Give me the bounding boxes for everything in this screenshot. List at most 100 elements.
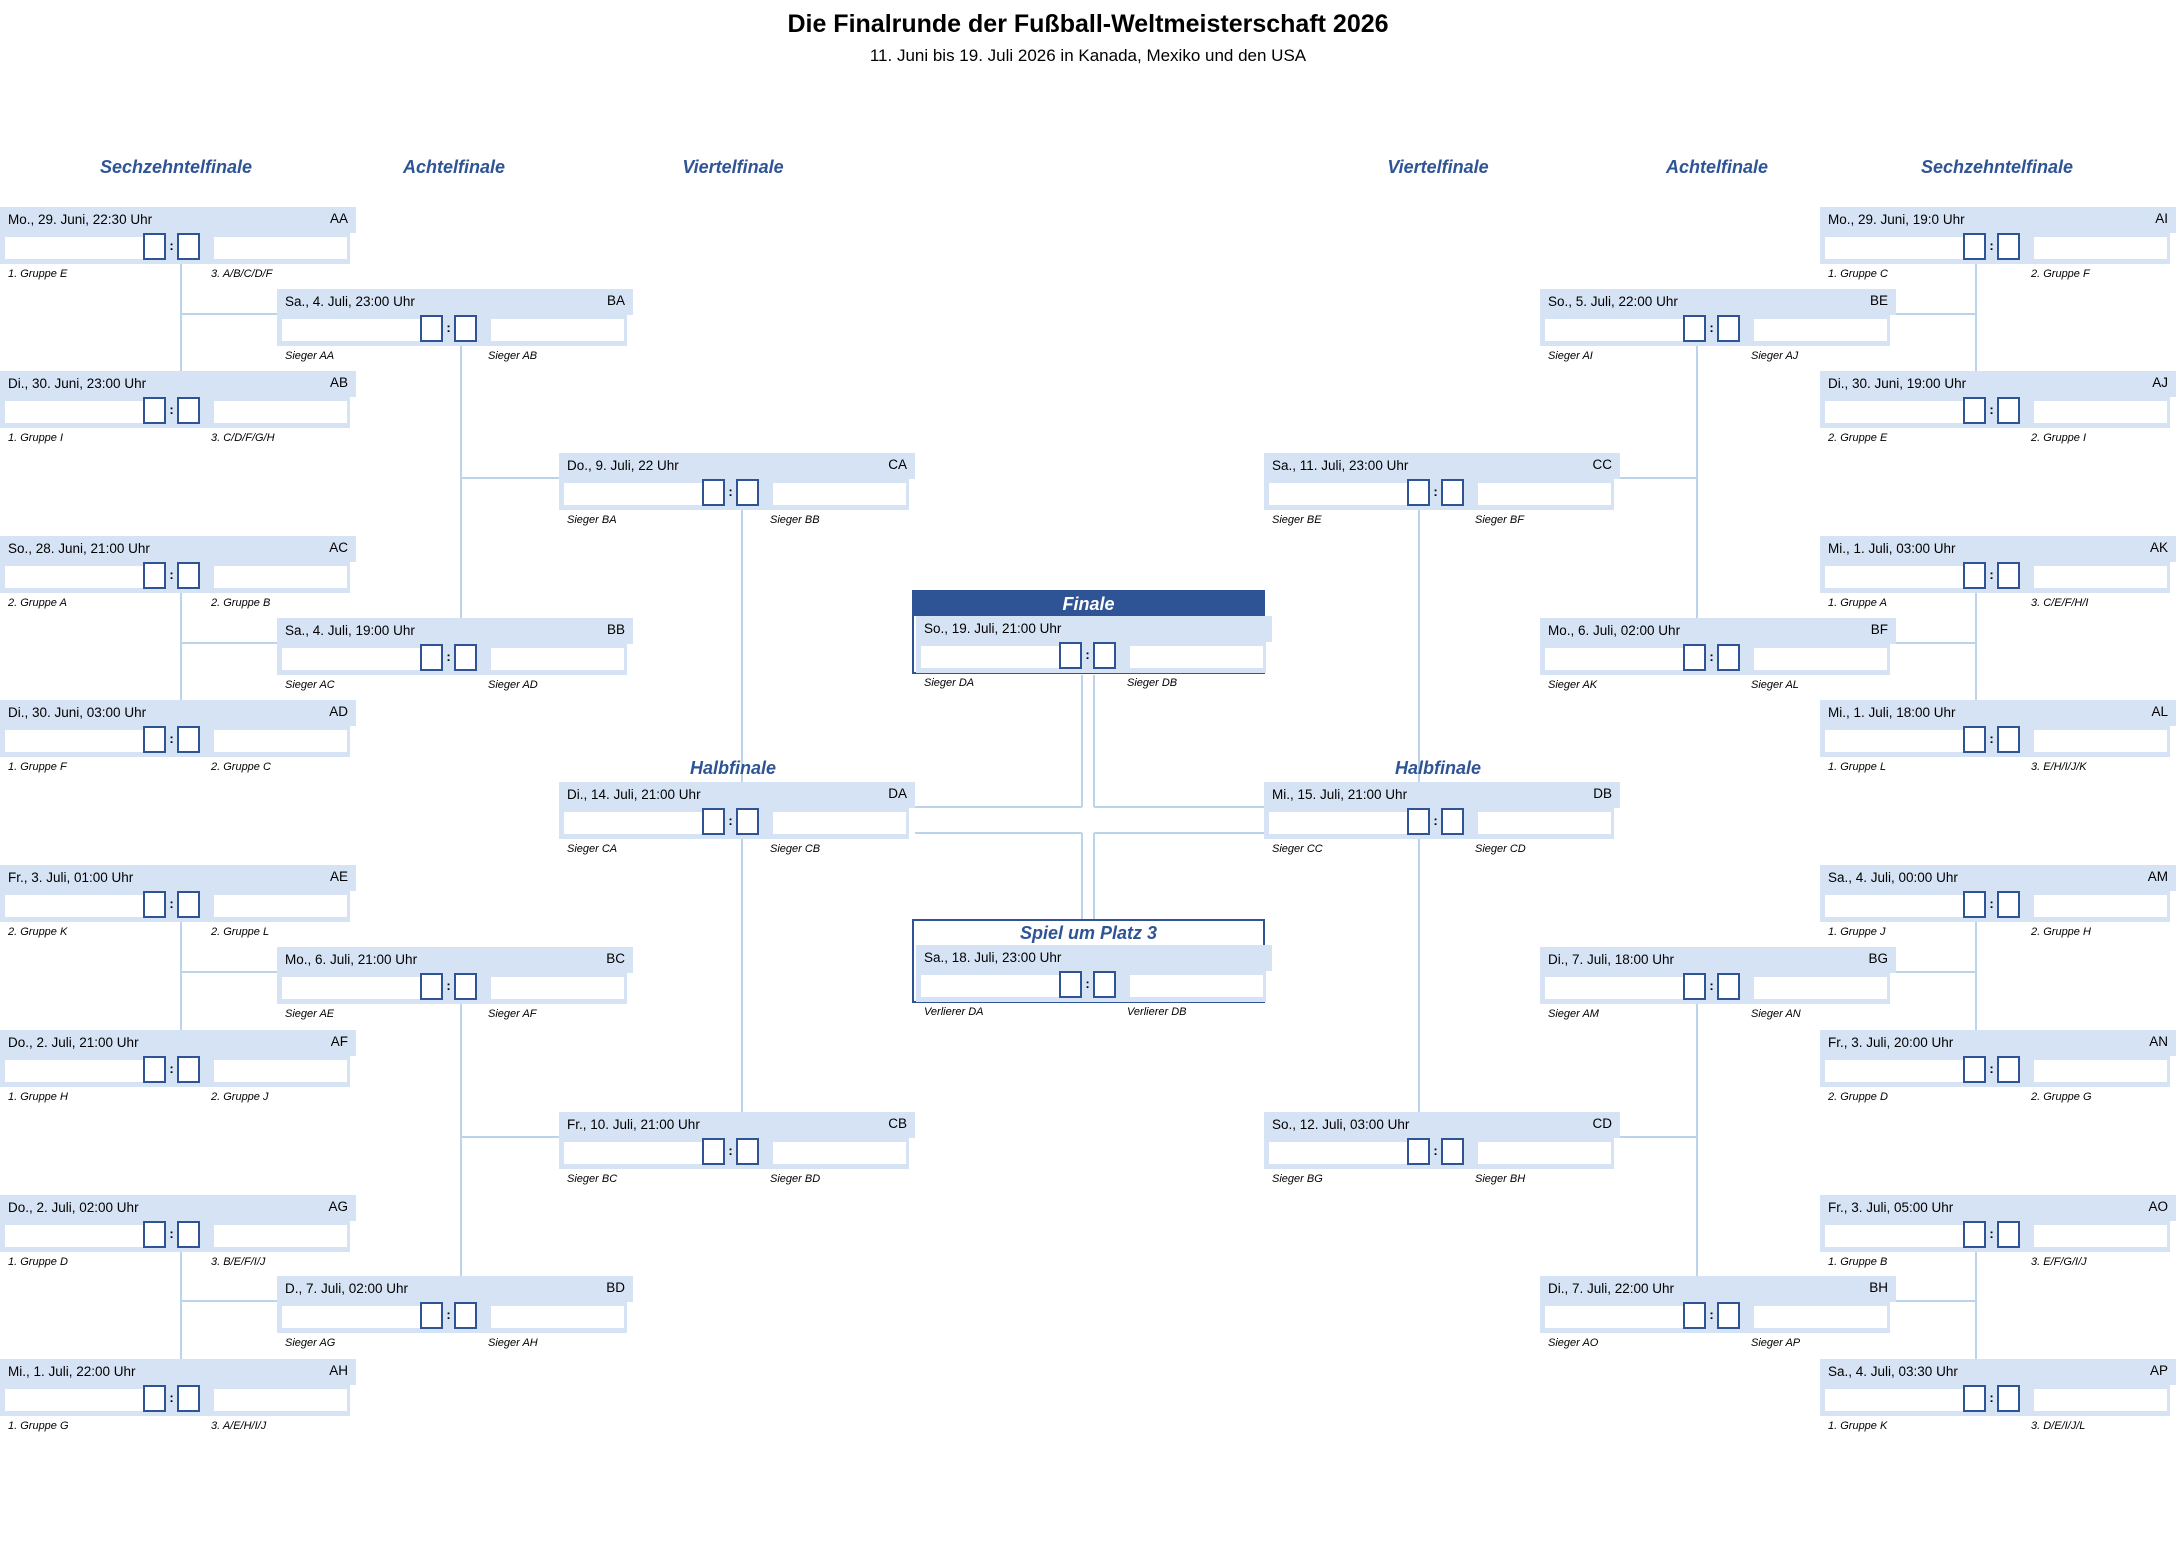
away-score-box[interactable] <box>177 891 200 918</box>
away-team-field[interactable] <box>2034 895 2167 917</box>
away-team-field[interactable] <box>773 1142 906 1164</box>
home-team-field[interactable] <box>1825 237 1964 259</box>
away-score-box[interactable] <box>1717 315 1740 342</box>
away-score-box[interactable] <box>454 973 477 1000</box>
away-team-field[interactable] <box>491 977 624 999</box>
home-score-box[interactable] <box>1963 1056 1986 1083</box>
home-team-field[interactable] <box>1269 483 1408 505</box>
home-team-field[interactable] <box>282 648 421 670</box>
away-team-field[interactable] <box>214 895 347 917</box>
home-team-field[interactable] <box>5 566 144 588</box>
away-team-field[interactable] <box>2034 237 2167 259</box>
home-score-box[interactable] <box>1059 642 1082 669</box>
away-team-field[interactable] <box>773 483 906 505</box>
home-team-field[interactable] <box>1269 1142 1408 1164</box>
home-score-box[interactable] <box>1963 562 1986 589</box>
away-team-field[interactable] <box>2034 401 2167 423</box>
home-score-box[interactable] <box>1407 1138 1430 1165</box>
away-team-field[interactable] <box>214 1060 347 1082</box>
home-score-box[interactable] <box>420 644 443 671</box>
away-score-box[interactable] <box>454 1302 477 1329</box>
away-team-field[interactable] <box>1754 1306 1887 1328</box>
home-score-box[interactable] <box>1407 479 1430 506</box>
home-score-box[interactable] <box>420 315 443 342</box>
home-team-field[interactable] <box>1825 1060 1964 1082</box>
away-score-box[interactable] <box>736 1138 759 1165</box>
home-score-box[interactable] <box>420 1302 443 1329</box>
home-score-box[interactable] <box>143 233 166 260</box>
home-team-field[interactable] <box>564 812 703 834</box>
home-score-box[interactable] <box>1963 1385 1986 1412</box>
away-team-field[interactable] <box>1478 812 1611 834</box>
away-score-box[interactable] <box>1093 971 1116 998</box>
home-team-field[interactable] <box>921 646 1060 668</box>
home-team-field[interactable] <box>5 1060 144 1082</box>
away-team-field[interactable] <box>2034 566 2167 588</box>
home-team-field[interactable] <box>5 895 144 917</box>
away-team-field[interactable] <box>214 1389 347 1411</box>
away-score-box[interactable] <box>1997 1385 2020 1412</box>
home-team-field[interactable] <box>1825 566 1964 588</box>
away-team-field[interactable] <box>1754 648 1887 670</box>
home-team-field[interactable] <box>1825 730 1964 752</box>
away-score-box[interactable] <box>177 1221 200 1248</box>
away-score-box[interactable] <box>1997 726 2020 753</box>
home-team-field[interactable] <box>1545 1306 1684 1328</box>
home-score-box[interactable] <box>702 479 725 506</box>
home-score-box[interactable] <box>143 562 166 589</box>
home-score-box[interactable] <box>420 973 443 1000</box>
home-score-box[interactable] <box>143 891 166 918</box>
away-score-box[interactable] <box>1997 233 2020 260</box>
away-team-field[interactable] <box>214 237 347 259</box>
home-score-box[interactable] <box>1963 233 1986 260</box>
home-team-field[interactable] <box>282 977 421 999</box>
home-team-field[interactable] <box>1545 648 1684 670</box>
away-team-field[interactable] <box>1478 483 1611 505</box>
home-score-box[interactable] <box>1963 726 1986 753</box>
away-team-field[interactable] <box>214 401 347 423</box>
home-score-box[interactable] <box>1683 973 1706 1000</box>
away-score-box[interactable] <box>1717 1302 1740 1329</box>
away-score-box[interactable] <box>1997 397 2020 424</box>
home-team-field[interactable] <box>1825 895 1964 917</box>
away-score-box[interactable] <box>177 397 200 424</box>
away-team-field[interactable] <box>491 1306 624 1328</box>
away-team-field[interactable] <box>1478 1142 1611 1164</box>
away-team-field[interactable] <box>491 319 624 341</box>
away-team-field[interactable] <box>1130 975 1263 997</box>
away-score-box[interactable] <box>1717 644 1740 671</box>
away-team-field[interactable] <box>1130 646 1263 668</box>
home-score-box[interactable] <box>1407 808 1430 835</box>
home-team-field[interactable] <box>282 319 421 341</box>
away-score-box[interactable] <box>1093 642 1116 669</box>
home-team-field[interactable] <box>564 1142 703 1164</box>
home-score-box[interactable] <box>1059 971 1082 998</box>
home-team-field[interactable] <box>564 483 703 505</box>
away-team-field[interactable] <box>1754 977 1887 999</box>
away-score-box[interactable] <box>177 1056 200 1083</box>
home-score-box[interactable] <box>1683 315 1706 342</box>
home-score-box[interactable] <box>143 397 166 424</box>
home-team-field[interactable] <box>5 401 144 423</box>
home-team-field[interactable] <box>1545 319 1684 341</box>
away-score-box[interactable] <box>1997 1221 2020 1248</box>
away-score-box[interactable] <box>454 315 477 342</box>
away-team-field[interactable] <box>1754 319 1887 341</box>
away-score-box[interactable] <box>1441 1138 1464 1165</box>
away-score-box[interactable] <box>177 726 200 753</box>
away-score-box[interactable] <box>736 479 759 506</box>
away-score-box[interactable] <box>177 562 200 589</box>
home-score-box[interactable] <box>143 726 166 753</box>
away-score-box[interactable] <box>736 808 759 835</box>
away-team-field[interactable] <box>214 1225 347 1247</box>
away-team-field[interactable] <box>491 648 624 670</box>
away-score-box[interactable] <box>1997 891 2020 918</box>
home-score-box[interactable] <box>1683 644 1706 671</box>
away-score-box[interactable] <box>454 644 477 671</box>
away-team-field[interactable] <box>214 566 347 588</box>
home-score-box[interactable] <box>1963 397 1986 424</box>
home-team-field[interactable] <box>5 730 144 752</box>
away-score-box[interactable] <box>177 1385 200 1412</box>
away-team-field[interactable] <box>2034 1389 2167 1411</box>
away-team-field[interactable] <box>773 812 906 834</box>
